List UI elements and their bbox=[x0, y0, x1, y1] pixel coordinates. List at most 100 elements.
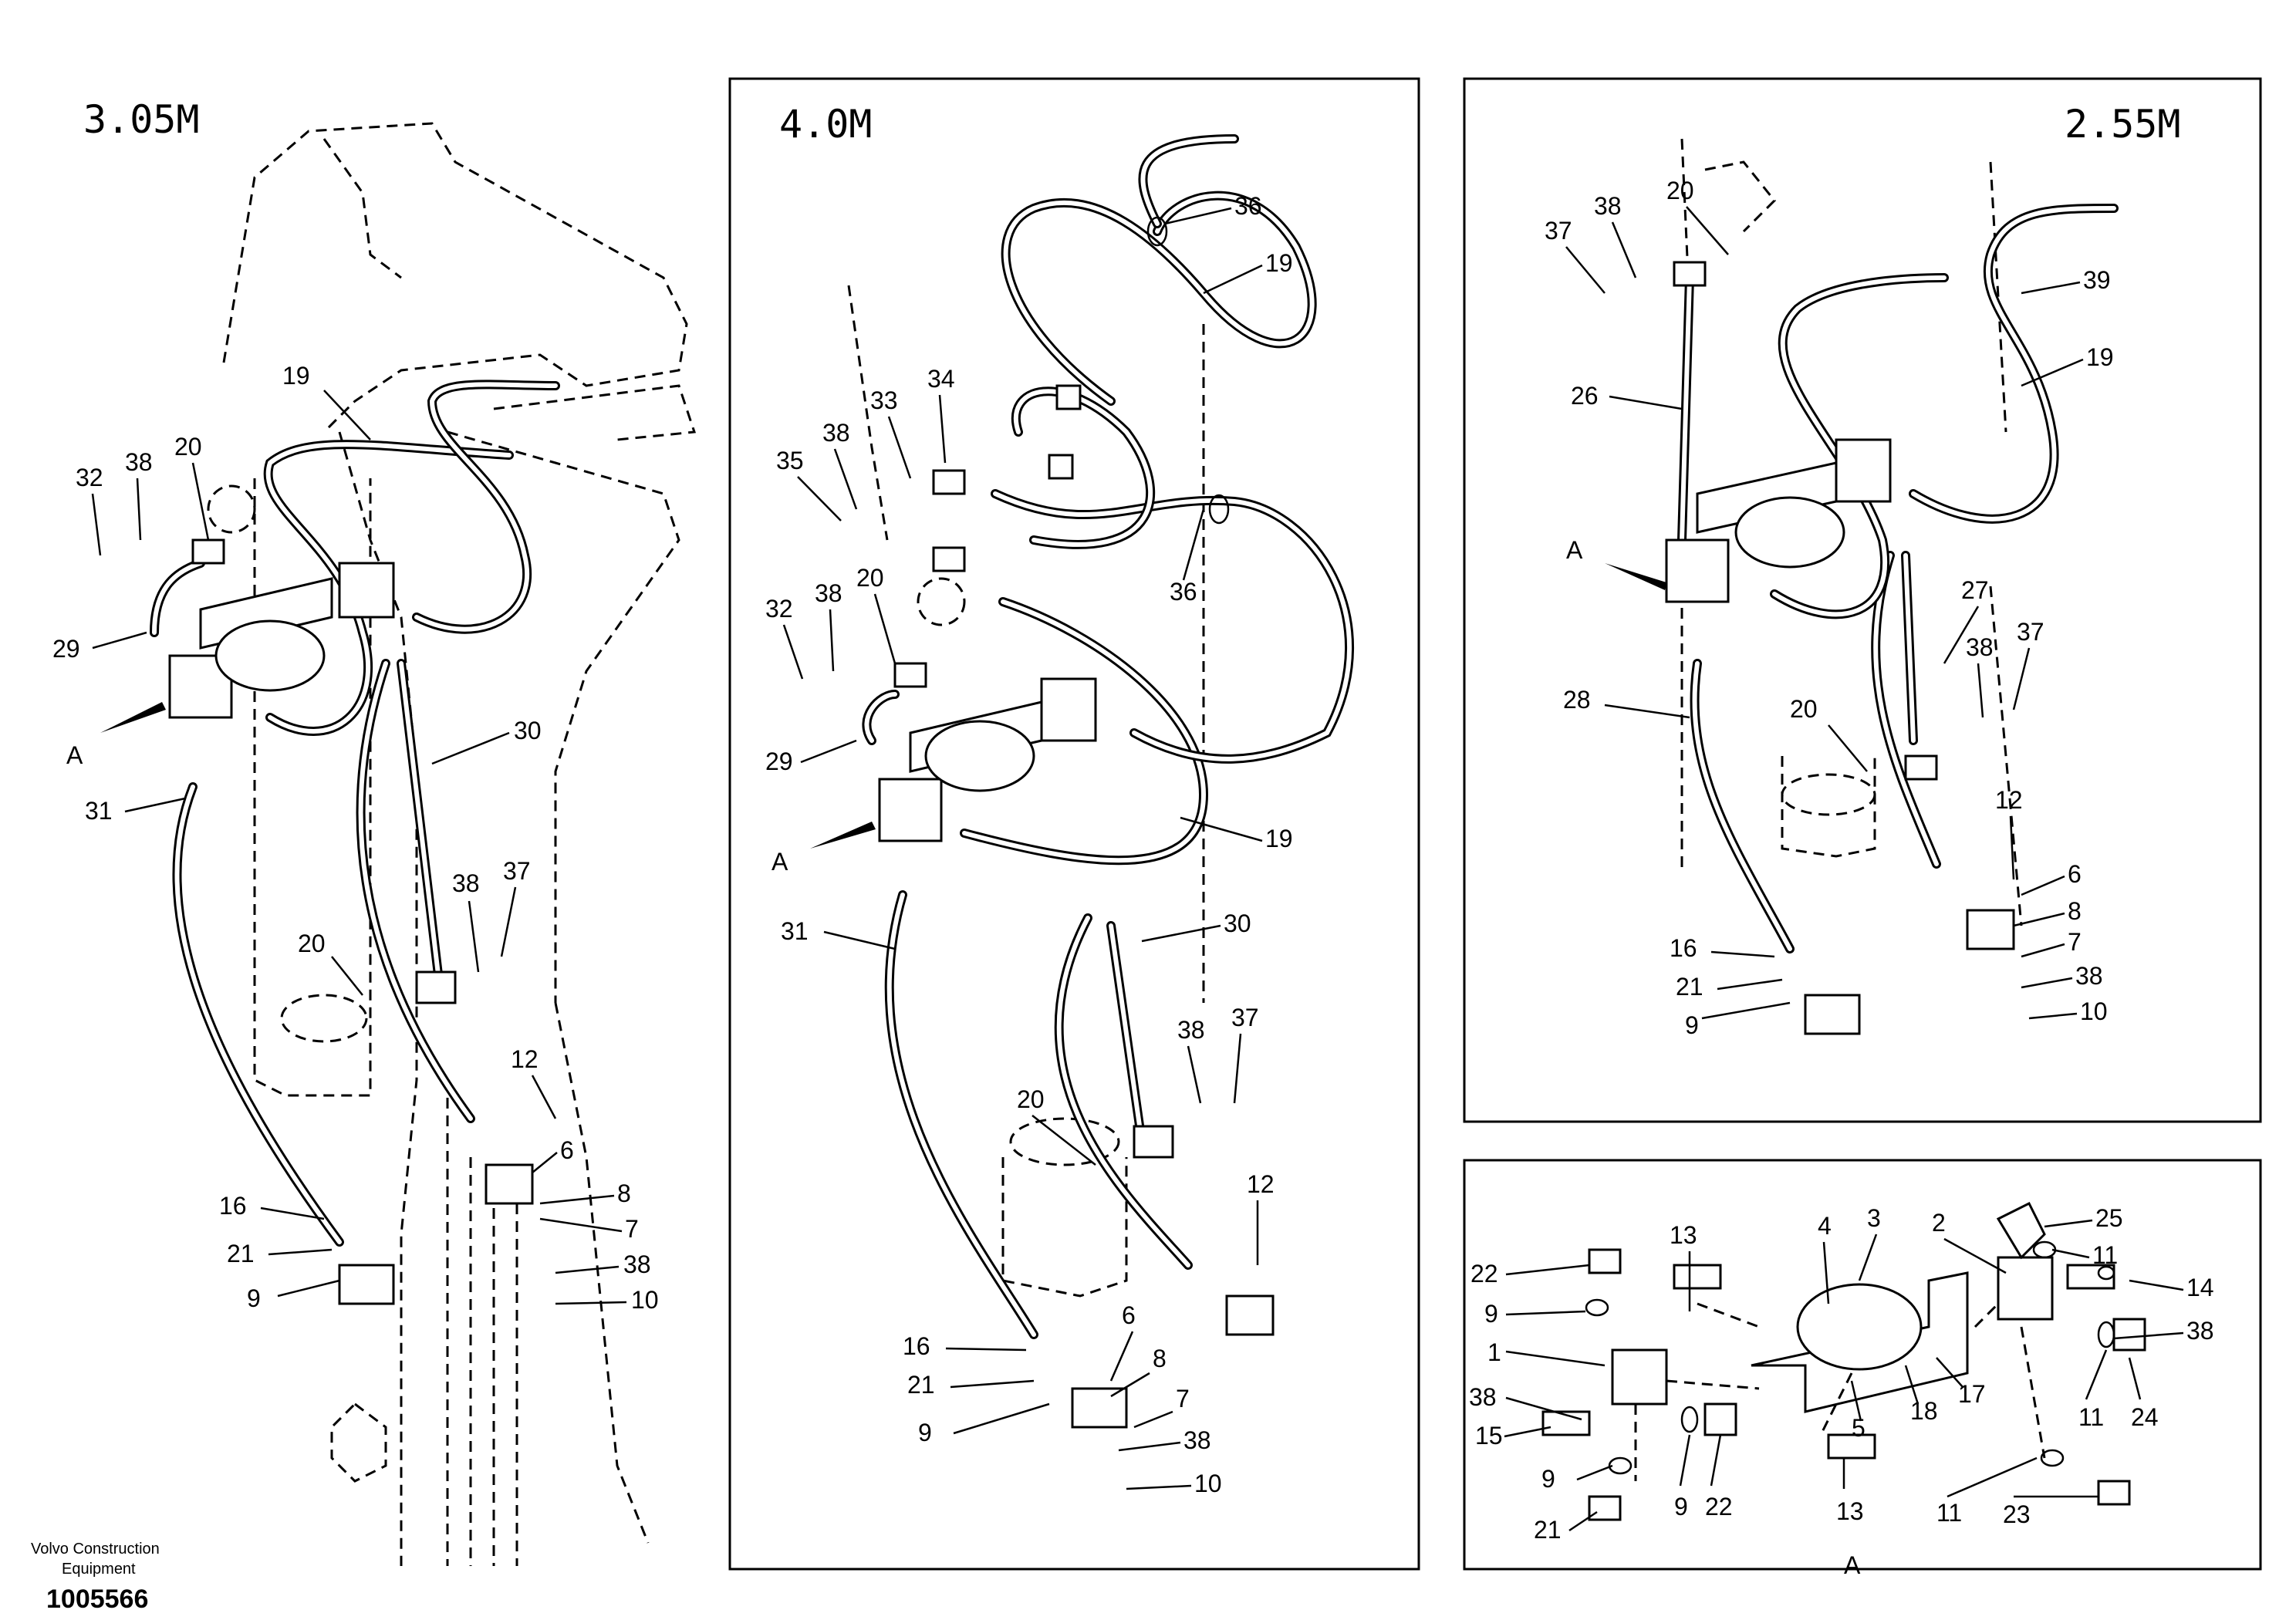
callout-label: 30 bbox=[1224, 910, 1251, 937]
callout-label: 37 bbox=[1545, 217, 1572, 245]
callout-label: 37 bbox=[2017, 618, 2044, 646]
callout-label: 21 bbox=[227, 1240, 255, 1267]
callout-label: 10 bbox=[631, 1286, 659, 1314]
callout-label: 21 bbox=[1534, 1516, 1562, 1544]
callout-label: 38 bbox=[822, 419, 850, 447]
callout-label: 12 bbox=[511, 1045, 539, 1073]
callout-label: 38 bbox=[1966, 633, 1994, 661]
callout-label: 28 bbox=[1563, 686, 1591, 714]
callout-label: 17 bbox=[1958, 1380, 1986, 1408]
callout-label: 6 bbox=[560, 1136, 574, 1164]
callout-label: 22 bbox=[1470, 1260, 1498, 1288]
callout-label: 38 bbox=[2075, 962, 2103, 990]
callout-label: 32 bbox=[76, 464, 103, 491]
callout-label: 12 bbox=[1995, 786, 2023, 814]
callout-label: 31 bbox=[85, 797, 113, 825]
callout-label: 38 bbox=[815, 579, 842, 607]
callout-label: 23 bbox=[2003, 1500, 2031, 1528]
callout-label: 31 bbox=[781, 917, 809, 945]
callout-label: 13 bbox=[1836, 1497, 1864, 1525]
callout-label: 26 bbox=[1571, 382, 1599, 410]
detail-section-label: A bbox=[1844, 1551, 1861, 1579]
callout-label: 21 bbox=[1676, 973, 1703, 1001]
callout-label: 20 bbox=[1666, 177, 1694, 204]
callout-label: 35 bbox=[776, 447, 804, 474]
callout-label: 9 bbox=[1674, 1493, 1688, 1520]
footer: Volvo Construction Equipment 1005566 bbox=[31, 1541, 160, 1614]
callout-label: 16 bbox=[1670, 934, 1697, 962]
callout-label: 3 bbox=[1867, 1204, 1881, 1232]
drawing-number: 1005566 bbox=[46, 1585, 148, 1614]
callouts-center: 36 19 34 33 38 35 36 32 38 20 29 A 19 31… bbox=[765, 192, 1293, 1497]
panel-detail-frame bbox=[1463, 1159, 2262, 1571]
callout-label: 38 bbox=[1469, 1383, 1497, 1411]
callout-label: 15 bbox=[1475, 1422, 1503, 1450]
callout-label: 1 bbox=[1487, 1338, 1501, 1366]
callout-label: 12 bbox=[1247, 1170, 1275, 1198]
callout-label: 8 bbox=[617, 1180, 631, 1207]
callout-label: 9 bbox=[918, 1419, 932, 1446]
callout-label: 7 bbox=[625, 1215, 639, 1243]
callout-label: 7 bbox=[2068, 928, 2082, 956]
callout-label: 20 bbox=[1790, 695, 1818, 723]
callout-label: 33 bbox=[870, 386, 898, 414]
callout-label: 8 bbox=[1153, 1345, 1167, 1372]
callout-label: 39 bbox=[2083, 266, 2111, 294]
callout-label: 14 bbox=[2186, 1274, 2214, 1301]
callout-label: 16 bbox=[903, 1332, 930, 1360]
callout-label: 11 bbox=[2078, 1403, 2104, 1431]
callout-label: 38 bbox=[2186, 1317, 2214, 1345]
callout-label: 7 bbox=[1176, 1385, 1190, 1412]
callout-label: 11 bbox=[2092, 1241, 2118, 1269]
title-left: 3.05M bbox=[83, 97, 200, 142]
callout-label: 38 bbox=[452, 869, 480, 897]
callout-label: 19 bbox=[1265, 825, 1293, 852]
callout-label: 2 bbox=[1932, 1209, 1946, 1237]
callout-label: 11 bbox=[1936, 1499, 1962, 1527]
callout-label: 30 bbox=[514, 717, 542, 744]
panel-right-drawing bbox=[1605, 138, 2119, 1035]
callout-label: 20 bbox=[298, 930, 326, 957]
callout-label: 10 bbox=[2080, 997, 2108, 1025]
callout-label: 27 bbox=[1961, 576, 1989, 604]
callout-label: 20 bbox=[856, 564, 884, 592]
callout-label: 19 bbox=[1265, 249, 1293, 277]
callout-label: 38 bbox=[1177, 1016, 1205, 1044]
panel-left-drawing bbox=[100, 122, 697, 1566]
callout-label: 37 bbox=[1231, 1004, 1259, 1031]
callout-label: 13 bbox=[1670, 1221, 1697, 1249]
callout-label: 32 bbox=[765, 595, 793, 623]
callout-label: A bbox=[66, 741, 83, 769]
brand-line-1: Volvo Construction bbox=[31, 1541, 160, 1558]
panel-right-frame bbox=[1463, 77, 2262, 1123]
callout-label: 4 bbox=[1818, 1212, 1832, 1240]
callouts-right: 20 38 37 39 19 26 A 27 38 37 28 20 12 6 … bbox=[1545, 177, 2114, 1039]
callout-label: 38 bbox=[125, 448, 153, 476]
callout-label: 21 bbox=[907, 1371, 935, 1399]
callout-label: A bbox=[1566, 536, 1583, 564]
callout-label: 5 bbox=[1852, 1414, 1866, 1442]
callout-label: 38 bbox=[623, 1250, 651, 1278]
callout-label: 22 bbox=[1705, 1493, 1733, 1520]
callout-label: 20 bbox=[174, 433, 202, 461]
callout-label: 9 bbox=[247, 1284, 261, 1312]
callout-label: 29 bbox=[52, 635, 80, 663]
callout-label: 38 bbox=[1594, 192, 1622, 220]
panel-center-drawing bbox=[810, 134, 1354, 1429]
callout-label: 10 bbox=[1194, 1470, 1222, 1497]
callout-label: 16 bbox=[219, 1192, 247, 1220]
callout-label: 20 bbox=[1017, 1085, 1045, 1113]
callouts-left: 32 38 20 19 29 A 31 30 38 37 20 12 6 8 7… bbox=[52, 362, 659, 1314]
panel-detail-drawing bbox=[1541, 1201, 2146, 1521]
callout-label: 6 bbox=[1122, 1301, 1136, 1329]
callout-label: A bbox=[772, 848, 788, 876]
callout-label: 38 bbox=[1183, 1426, 1211, 1454]
callout-label: 25 bbox=[2095, 1204, 2123, 1232]
callout-label: 34 bbox=[927, 365, 955, 393]
callout-label: 9 bbox=[1484, 1300, 1498, 1328]
callout-label: 29 bbox=[765, 748, 793, 775]
callout-label: 9 bbox=[1685, 1011, 1699, 1039]
title-right: 2.55M bbox=[2065, 102, 2181, 147]
brand-line-2: Equipment bbox=[62, 1561, 136, 1578]
